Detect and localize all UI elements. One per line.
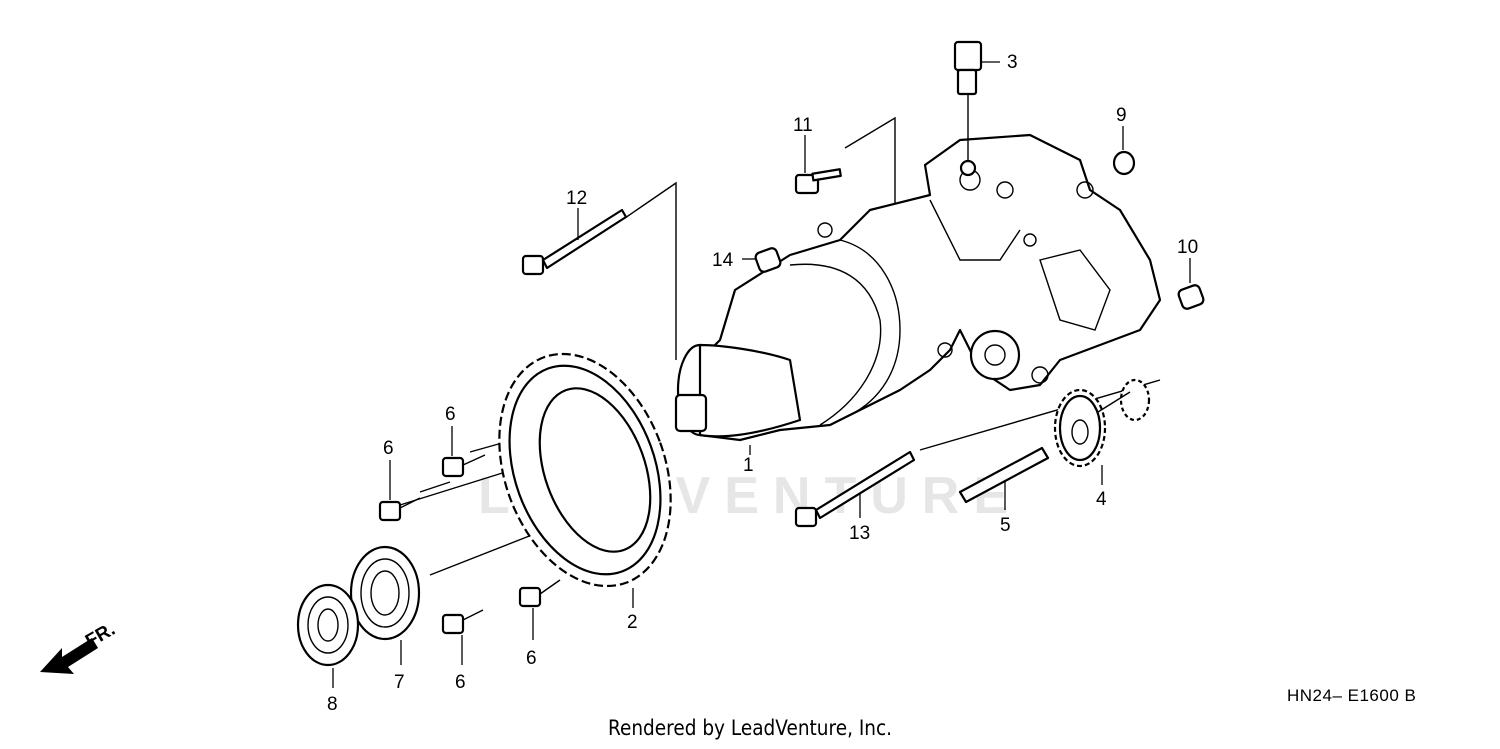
part-8-bearing [296, 583, 360, 667]
part-4-gear [1053, 378, 1151, 468]
part-12-long-bolt [521, 208, 628, 276]
callout-6a: 6 [445, 404, 456, 425]
part-10-dowel [1177, 284, 1205, 310]
part-11-bolt [794, 168, 842, 195]
callout-leaders [332, 61, 1191, 688]
part-14-dowel [754, 247, 782, 273]
callout-8: 8 [327, 694, 338, 715]
callout-2: 2 [627, 612, 638, 633]
part-6-bolts [378, 454, 561, 635]
callout-6d: 6 [455, 672, 466, 693]
part-3-sensor [953, 40, 983, 177]
callout-3: 3 [1007, 52, 1018, 73]
callout-6c: 6 [526, 648, 537, 669]
callout-7: 7 [394, 672, 405, 693]
callout-13: 13 [849, 523, 870, 544]
callout-11: 11 [793, 115, 813, 136]
diagram-code: HN24– E1600 B [1287, 686, 1417, 705]
part-13-long-bolt [794, 450, 916, 528]
part-5-shaft [958, 446, 1050, 504]
callout-9: 9 [1116, 105, 1127, 126]
callout-numbers: 1 2 3 4 5 6 6 6 6 7 8 9 10 11 12 13 14 [327, 52, 1198, 715]
callout-14: 14 [712, 250, 734, 271]
callout-5: 5 [1000, 515, 1011, 536]
callout-10: 10 [1177, 237, 1198, 258]
part-9-o-ring [1112, 150, 1136, 176]
callout-12: 12 [566, 188, 587, 209]
part-1-case-assembly [674, 133, 1162, 442]
callout-4: 4 [1096, 489, 1107, 510]
front-direction-arrow: FR. [40, 619, 119, 674]
callout-6b: 6 [383, 438, 394, 459]
part-2-ring-gear [498, 352, 672, 588]
render-credit: Rendered by LeadVenture, Inc. [607, 716, 893, 740]
part-7-bearing [349, 545, 421, 641]
callout-1: 1 [743, 455, 754, 476]
